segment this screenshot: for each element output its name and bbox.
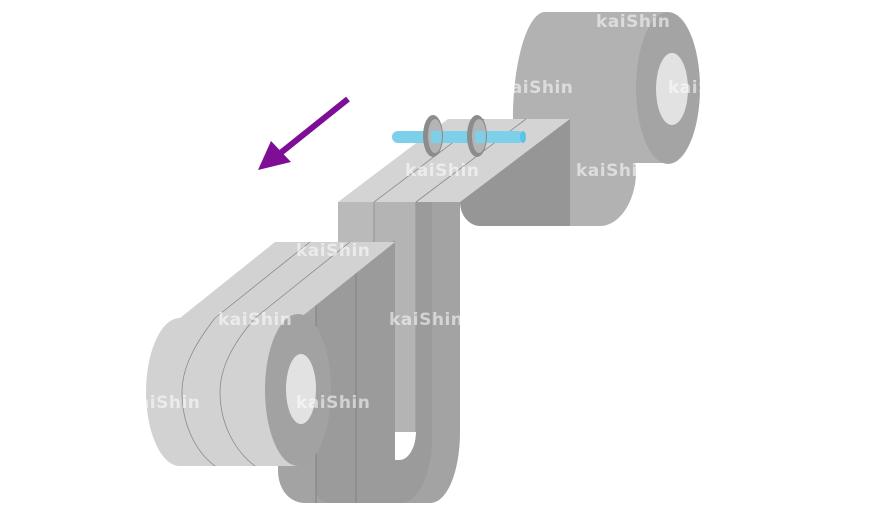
slitter-blade-2 [467,115,487,157]
slitter-assembly [392,115,526,157]
takeup-roll [146,241,395,467]
watermark: kaiShin [668,78,742,98]
watermark-layer: kaiShin kaiShin kaiShin kaiShin kaiShin … [126,12,742,413]
web-underside [460,119,600,226]
watermark: kaiShin [389,310,463,330]
takeup-roll-top [180,242,395,318]
watermark: kaiShin [218,310,292,330]
watermark: kaiShin [499,78,573,98]
supply-roll-core [656,53,688,125]
watermark: kaiShin [576,161,650,181]
supply-wrap-edge [570,119,636,226]
watermark: kaiShin [126,393,200,413]
watermark: kaiShin [296,393,370,413]
watermark: kaiShin [596,12,670,32]
slitter-shaft-end [520,131,526,143]
takeup-top-slit-1 [214,241,311,319]
takeup-top-slit-2 [254,241,351,319]
watermark: kaiShin [296,241,370,261]
slitter-blade-1 [423,115,443,157]
takeup-roll-core [286,354,316,424]
arrow-down-left-icon [258,96,350,170]
slitter-shaft [392,131,524,143]
takeup-slit-1 [181,317,216,467]
watermark: kaiShin [405,161,479,181]
takeup-slit-2 [219,317,256,467]
takeup-roll-body [146,318,300,466]
